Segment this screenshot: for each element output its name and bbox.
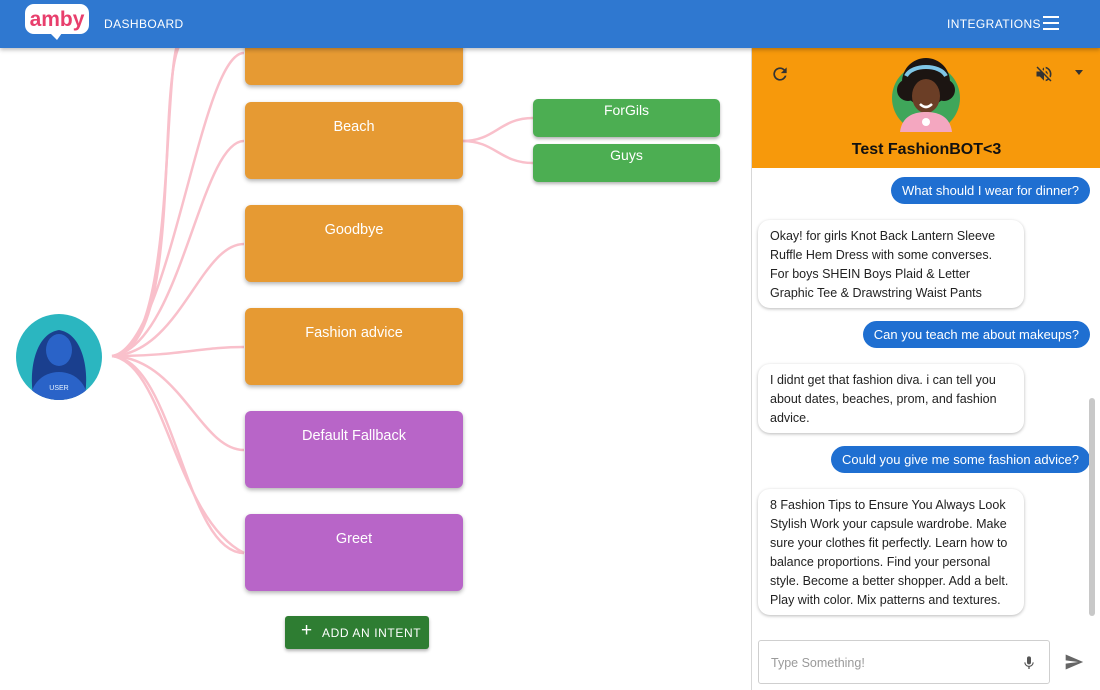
app-bar: amby DASHBOARD INTEGRATIONS <box>0 0 1100 48</box>
chat-messages: What should I wear for dinner? Okay! for… <box>752 168 1100 621</box>
sub-intent-forgils[interactable]: ForGils <box>533 99 720 137</box>
add-intent-button[interactable]: + ADD AN INTENT <box>285 616 429 649</box>
sub-intent-guys[interactable]: Guys <box>533 144 720 182</box>
logo-text: amby <box>30 8 85 31</box>
chat-message-bot: 8 Fashion Tips to Ensure You Always Look… <box>758 489 1024 615</box>
chat-message-user: What should I wear for dinner? <box>890 177 1090 204</box>
bot-name: Test FashionBOT<3 <box>851 141 1002 158</box>
plus-icon: + <box>301 620 313 641</box>
chat-input[interactable] <box>769 652 1013 674</box>
bot-avatar <box>892 58 960 132</box>
microphone-icon[interactable] <box>1021 654 1037 672</box>
chat-panel: Test FashionBOT<3 What should I wear for… <box>751 48 1100 690</box>
chat-input-box[interactable] <box>758 640 1050 684</box>
intent-node-default-fallback[interactable]: Default Fallback <box>245 411 463 488</box>
chat-header: Test FashionBOT<3 <box>752 48 1100 168</box>
intent-tree-canvas: USER Beach Goodbye Fashion advice Defaul… <box>0 48 750 690</box>
dropdown-caret-icon[interactable] <box>1075 70 1083 75</box>
nav-integrations[interactable]: INTEGRATIONS <box>947 17 1041 31</box>
intent-node-greet[interactable]: Greet <box>245 514 463 591</box>
user-root-label: USER <box>49 385 69 392</box>
intent-node-goodbye[interactable]: Goodbye <box>245 205 463 282</box>
chat-message-user: Can you teach me about makeups? <box>862 321 1090 348</box>
intent-node-fashion-advice[interactable]: Fashion advice <box>245 308 463 385</box>
intent-node-beach[interactable]: Beach <box>245 102 463 179</box>
user-avatar-icon <box>30 330 88 400</box>
hamburger-menu-icon[interactable] <box>1043 16 1059 30</box>
add-intent-label: ADD AN INTENT <box>322 626 422 640</box>
chat-message-bot: I didnt get that fashion diva. i can tel… <box>758 364 1024 433</box>
send-icon[interactable] <box>1064 652 1084 672</box>
refresh-icon[interactable] <box>770 64 790 84</box>
chat-message-bot: Okay! for girls Knot Back Lantern Sleeve… <box>758 220 1024 308</box>
user-root-avatar[interactable]: USER <box>16 314 102 400</box>
intent-node-top[interactable] <box>245 48 463 85</box>
chat-message-user: Could you give me some fashion advice? <box>830 446 1090 473</box>
nav-dashboard[interactable]: DASHBOARD <box>104 17 184 31</box>
mute-icon[interactable] <box>1034 64 1054 84</box>
tree-links <box>111 48 534 555</box>
chat-scrollbar[interactable] <box>1089 398 1095 616</box>
amby-logo[interactable]: amby <box>24 3 90 41</box>
